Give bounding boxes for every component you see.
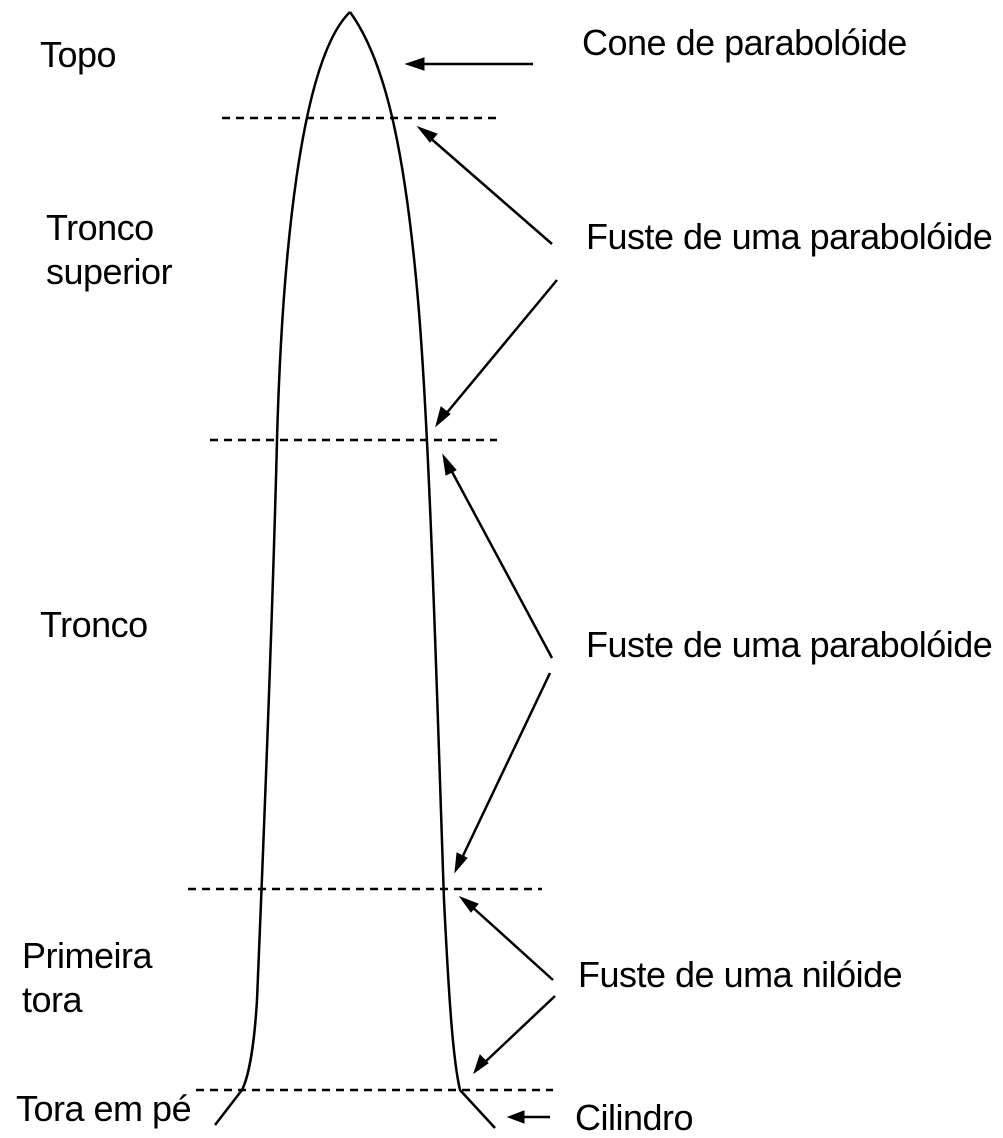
label-cone-paraboloide: Cone de parabolóide	[582, 22, 907, 63]
label-tronco-superior: Tronco superior	[46, 206, 173, 294]
arrow-paraboloide-2-upper	[442, 453, 554, 659]
label-topo: Topo	[40, 34, 117, 75]
arrow-niloide-lower	[473, 995, 556, 1075]
label-fuste-paraboloide-2: Fuste de uma parabolóide	[586, 624, 993, 665]
stem-right-edge	[348, 11, 496, 1129]
label-fuste-paraboloide-1: Fuste de uma parabolóide	[586, 216, 993, 257]
label-tronco-superior-line-2: superior	[46, 251, 173, 292]
label-tronco: Tronco	[40, 604, 148, 645]
arrow-paraboloide-1-upper	[416, 125, 553, 245]
label-cilindro: Cilindro	[575, 1097, 694, 1138]
stem-left-edge	[214, 11, 351, 1126]
label-primeira-tora: Primeira tora	[22, 934, 153, 1022]
arrow-paraboloide-2-lower	[454, 672, 552, 874]
arrow-niloide-upper	[458, 895, 554, 981]
arrow-cone	[404, 57, 533, 71]
label-primeira-tora-line-2: tora	[22, 979, 83, 1020]
arrow-paraboloide-1-lower	[435, 279, 558, 428]
label-primeira-tora-line-1: Primeira	[22, 935, 153, 976]
label-fuste-niloide: Fuste de uma nilóide	[578, 954, 903, 995]
arrow-cilindro	[506, 1110, 550, 1124]
label-tora-em-pe: Tora em pé	[16, 1088, 192, 1129]
label-tronco-superior-line-1: Tronco	[46, 207, 154, 248]
